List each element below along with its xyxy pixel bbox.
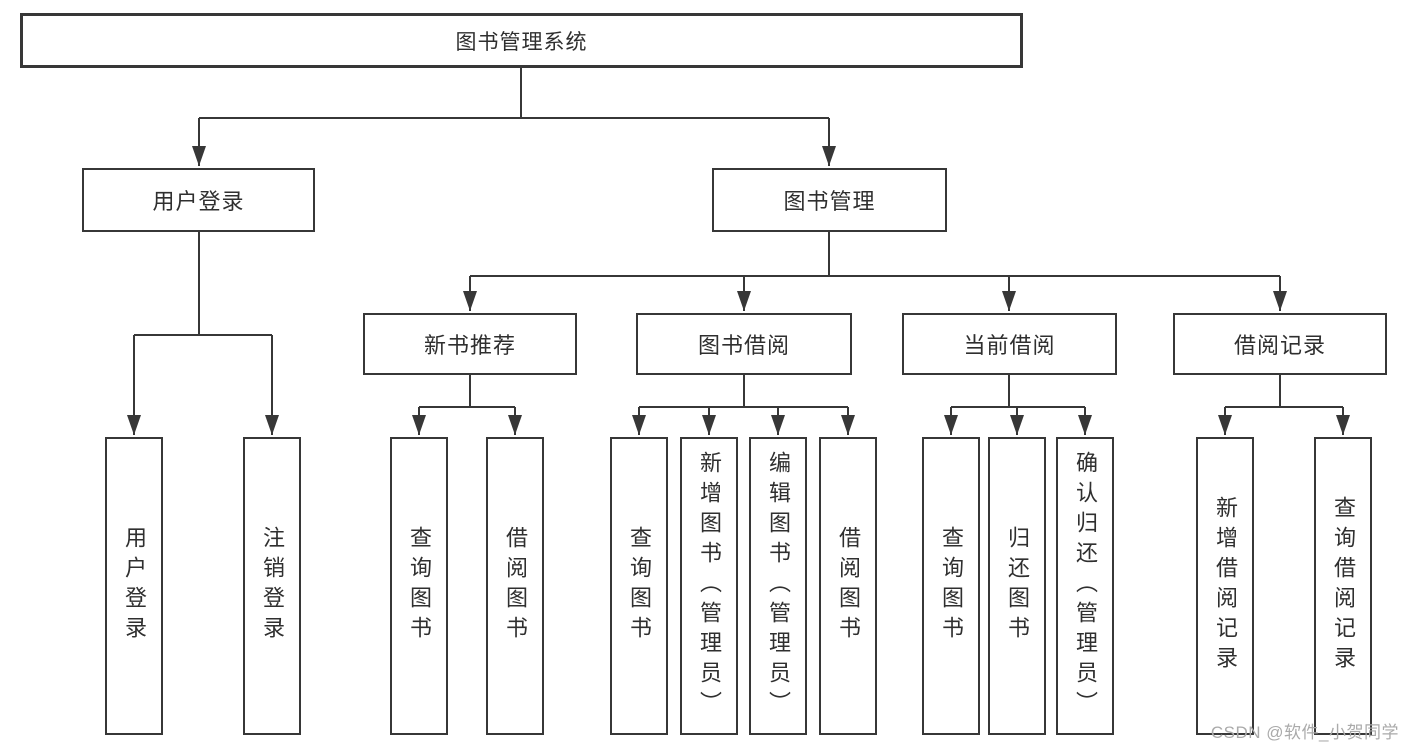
leaf-records-query-record: 查询借阅记录 bbox=[1314, 437, 1372, 735]
leaf-borrow-edit-book-admin-label: 编辑图书（管理员） bbox=[766, 451, 791, 721]
leaf-current-confirm-return-admin-label: 确认归还（管理员） bbox=[1073, 451, 1098, 721]
leaf-logout-label: 注销登录 bbox=[260, 526, 285, 646]
node-new-book-recommendation-label: 新书推荐 bbox=[423, 333, 516, 358]
node-book-management: 图书管理 bbox=[712, 168, 947, 232]
connector-current-borrowing-to-leaves bbox=[944, 375, 1092, 435]
node-current-borrowing-label: 当前借阅 bbox=[963, 333, 1056, 358]
leaf-recommend-borrow-book: 借阅图书 bbox=[486, 437, 544, 735]
node-user-login: 用户登录 bbox=[82, 168, 315, 232]
node-borrowing-records: 借阅记录 bbox=[1173, 313, 1387, 375]
leaf-current-return-book: 归还图书 bbox=[988, 437, 1046, 735]
leaf-borrow-add-book-admin-label: 新增图书（管理员） bbox=[697, 451, 722, 721]
leaf-user-login-label: 用户登录 bbox=[122, 526, 147, 646]
node-borrowing-records-label: 借阅记录 bbox=[1233, 333, 1326, 358]
node-current-borrowing: 当前借阅 bbox=[902, 313, 1117, 375]
leaf-borrow-query-book-label: 查询图书 bbox=[627, 526, 652, 646]
node-root-label: 图书管理系统 bbox=[455, 30, 588, 54]
leaf-borrow-query-book: 查询图书 bbox=[610, 437, 668, 735]
leaf-borrow-borrow-book: 借阅图书 bbox=[819, 437, 877, 735]
leaf-recommend-query-book-label: 查询图书 bbox=[407, 526, 432, 646]
leaf-records-add-record: 新增借阅记录 bbox=[1196, 437, 1254, 735]
connector-user-login-to-leaves bbox=[127, 232, 279, 435]
connector-borrowing-to-leaves bbox=[632, 375, 855, 435]
node-new-book-recommendation: 新书推荐 bbox=[363, 313, 577, 375]
leaf-borrow-borrow-book-label: 借阅图书 bbox=[836, 526, 861, 646]
leaf-current-return-book-label: 归还图书 bbox=[1005, 526, 1030, 646]
watermark-text: CSDN @软件_小贺同学 bbox=[1210, 723, 1399, 742]
node-book-borrowing: 图书借阅 bbox=[636, 313, 852, 375]
leaf-current-query-book: 查询图书 bbox=[922, 437, 980, 735]
connector-book-management-to-level2 bbox=[463, 232, 1287, 311]
node-book-borrowing-label: 图书借阅 bbox=[697, 333, 790, 358]
leaf-borrow-add-book-admin: 新增图书（管理员） bbox=[680, 437, 738, 735]
connector-recommendation-to-leaves bbox=[412, 375, 522, 435]
connector-records-to-leaves bbox=[1218, 375, 1350, 435]
node-user-login-label: 用户登录 bbox=[152, 189, 245, 214]
leaf-recommend-query-book: 查询图书 bbox=[390, 437, 448, 735]
leaf-current-query-book-label: 查询图书 bbox=[939, 526, 964, 646]
leaf-recommend-borrow-book-label: 借阅图书 bbox=[503, 526, 528, 646]
leaf-records-query-record-label: 查询借阅记录 bbox=[1331, 496, 1356, 676]
leaf-user-login: 用户登录 bbox=[105, 437, 163, 735]
leaf-records-add-record-label: 新增借阅记录 bbox=[1213, 496, 1238, 676]
node-book-management-label: 图书管理 bbox=[783, 189, 876, 214]
leaf-current-confirm-return-admin: 确认归还（管理员） bbox=[1056, 437, 1114, 735]
connector-root-to-level1 bbox=[192, 68, 836, 166]
leaf-borrow-edit-book-admin: 编辑图书（管理员） bbox=[749, 437, 807, 735]
leaf-logout: 注销登录 bbox=[243, 437, 301, 735]
node-root: 图书管理系统 bbox=[20, 13, 1023, 68]
